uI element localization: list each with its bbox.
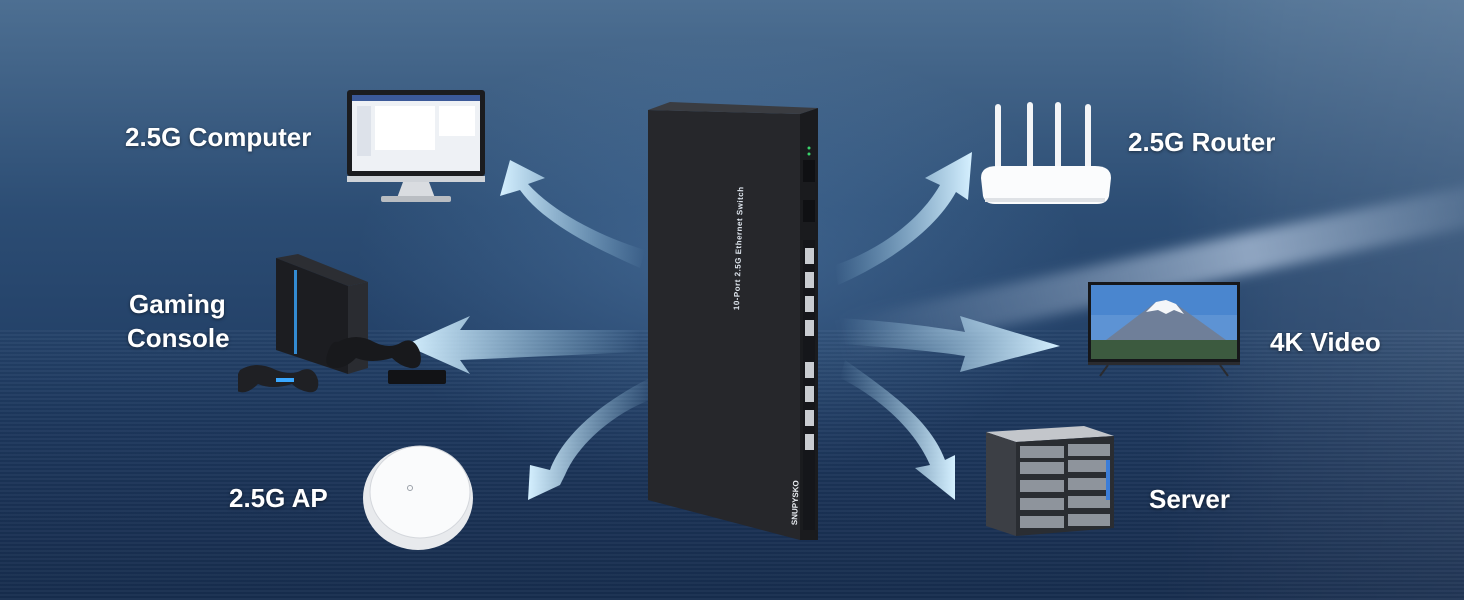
label-server: Server: [1149, 484, 1230, 514]
label-console-line1: Gaming: [129, 289, 226, 319]
access-point-icon: [363, 445, 473, 550]
server-rack-icon: [986, 426, 1114, 536]
label-ap: 2.5G AP: [229, 483, 328, 513]
arrow-to-console: [405, 316, 640, 374]
switch-brand: SNUPYSKO: [790, 480, 801, 526]
switch-port-panel: [803, 146, 815, 530]
game-console-icon: [238, 254, 446, 393]
label-router: 2.5G Router: [1128, 127, 1276, 157]
ethernet-switch-icon: [648, 102, 818, 540]
arrow-to-tv: [840, 316, 1060, 372]
wifi-router-icon: [981, 102, 1111, 204]
arrow-to-server: [840, 360, 955, 500]
label-computer: 2.5G Computer: [125, 122, 312, 152]
arrow-to-router: [835, 152, 972, 285]
label-console-line2: Console: [127, 323, 230, 353]
computer-monitor-icon: [347, 90, 485, 202]
label-video: 4K Video: [1270, 327, 1381, 357]
arrow-to-computer: [500, 160, 645, 268]
arrow-to-ap: [528, 378, 655, 500]
tv-icon: [1088, 282, 1240, 377]
